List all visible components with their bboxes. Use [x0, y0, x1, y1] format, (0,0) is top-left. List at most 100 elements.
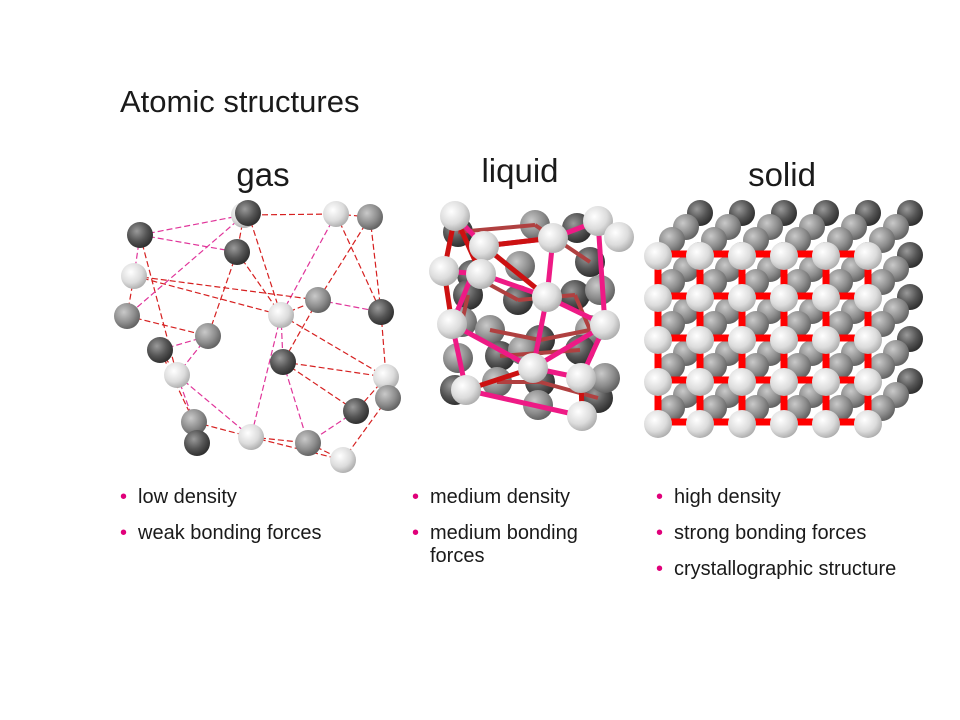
gas-atom	[373, 364, 399, 390]
gas-bond	[369, 216, 382, 313]
liquid-atom	[566, 363, 596, 393]
gas-atom	[343, 398, 369, 424]
gas-bond	[207, 251, 238, 337]
solid-atom	[644, 284, 672, 312]
gas-properties-list: low density weak bonding forces	[118, 486, 398, 558]
solid-atom	[686, 326, 714, 354]
liquid-atom	[429, 256, 459, 286]
solid-atom	[854, 410, 882, 438]
gas-bond	[317, 216, 371, 301]
solid-atom	[770, 326, 798, 354]
gas-bond	[282, 361, 387, 378]
liquid-atom-back	[590, 363, 620, 393]
gas-atom	[323, 201, 349, 227]
gas-bond	[133, 275, 282, 316]
list-item: high density	[654, 486, 934, 509]
gas-atom	[195, 323, 221, 349]
gas-bond	[243, 213, 337, 216]
solid-atom	[644, 242, 672, 270]
solid-atom	[728, 368, 756, 396]
solid-atom	[644, 410, 672, 438]
solid-atom	[770, 242, 798, 270]
solid-crystal-lattice	[644, 200, 923, 438]
liquid-atom	[451, 375, 481, 405]
list-item: weak bonding forces	[118, 522, 398, 545]
liquid-structure	[429, 201, 634, 431]
solid-atom	[686, 410, 714, 438]
solid-atom	[854, 242, 882, 270]
gas-bond	[126, 315, 209, 337]
solid-atom	[686, 242, 714, 270]
liquid-atom-back	[505, 251, 535, 281]
liquid-bond	[465, 387, 583, 419]
liquid-atom	[538, 223, 568, 253]
gas-bond	[176, 374, 252, 438]
list-item: low density	[118, 486, 398, 509]
solid-atom	[770, 410, 798, 438]
list-item: medium bonding forces	[410, 522, 625, 568]
gas-atom	[224, 239, 250, 265]
gas-bond	[126, 275, 135, 317]
gas-atom	[184, 430, 210, 456]
liquid-atom	[466, 259, 496, 289]
gas-bond	[139, 234, 238, 253]
gas-atom	[368, 299, 394, 325]
liquid-bond-back	[539, 380, 599, 400]
gas-bond	[139, 214, 245, 236]
gas-atom	[357, 204, 383, 230]
solid-atom	[728, 410, 756, 438]
gas-atom	[238, 424, 264, 450]
liquid-atom	[532, 282, 562, 312]
solid-atom	[644, 368, 672, 396]
liquid-bond	[595, 220, 608, 326]
gas-atom	[181, 409, 207, 435]
gas-atom	[121, 263, 147, 289]
solid-atom	[812, 410, 840, 438]
liquid-atom	[583, 206, 613, 236]
gas-bond	[280, 299, 319, 316]
solid-atom	[728, 326, 756, 354]
list-item: strong bonding forces	[654, 522, 934, 545]
liquid-atom-back	[585, 275, 615, 305]
gas-bond	[133, 275, 319, 301]
gas-atom	[305, 287, 331, 313]
gas-atom	[235, 200, 261, 226]
liquid-atom	[518, 353, 548, 383]
solid-atom	[812, 284, 840, 312]
gas-atom	[330, 447, 356, 473]
liquid-properties-list: medium density medium bonding forces	[410, 486, 625, 581]
solid-atom	[854, 368, 882, 396]
solid-atom	[812, 368, 840, 396]
liquid-atom	[440, 201, 470, 231]
liquid-atom	[604, 222, 634, 252]
solid-atom	[854, 326, 882, 354]
gas-heading: gas	[236, 156, 290, 193]
solid-heading: solid	[748, 156, 816, 193]
solid-atom	[686, 284, 714, 312]
gas-bond	[250, 314, 282, 438]
gas-structure	[114, 200, 401, 473]
list-item: crystallographic structure	[654, 558, 934, 581]
gas-bond	[282, 361, 357, 412]
solid-atom	[686, 368, 714, 396]
gas-bond	[282, 361, 309, 444]
gas-atom	[268, 302, 294, 328]
gas-bond	[126, 214, 245, 317]
solid-atom	[728, 242, 756, 270]
gas-bond	[280, 314, 387, 378]
liquid-bond	[450, 321, 535, 371]
liquid-atom	[590, 310, 620, 340]
solid-properties-list: high density strong bonding forces cryst…	[654, 486, 934, 594]
liquid-bond-back	[539, 328, 591, 342]
solid-atom	[812, 326, 840, 354]
liquid-bond-back	[489, 328, 541, 342]
gas-atom	[270, 349, 296, 375]
gas-atom	[295, 430, 321, 456]
liquid-atom	[469, 231, 499, 261]
page-title: Atomic structures	[120, 84, 360, 119]
liquid-atom	[567, 401, 597, 431]
liquid-heading: liquid	[481, 152, 559, 189]
gas-atom	[114, 303, 140, 329]
solid-atom	[644, 326, 672, 354]
